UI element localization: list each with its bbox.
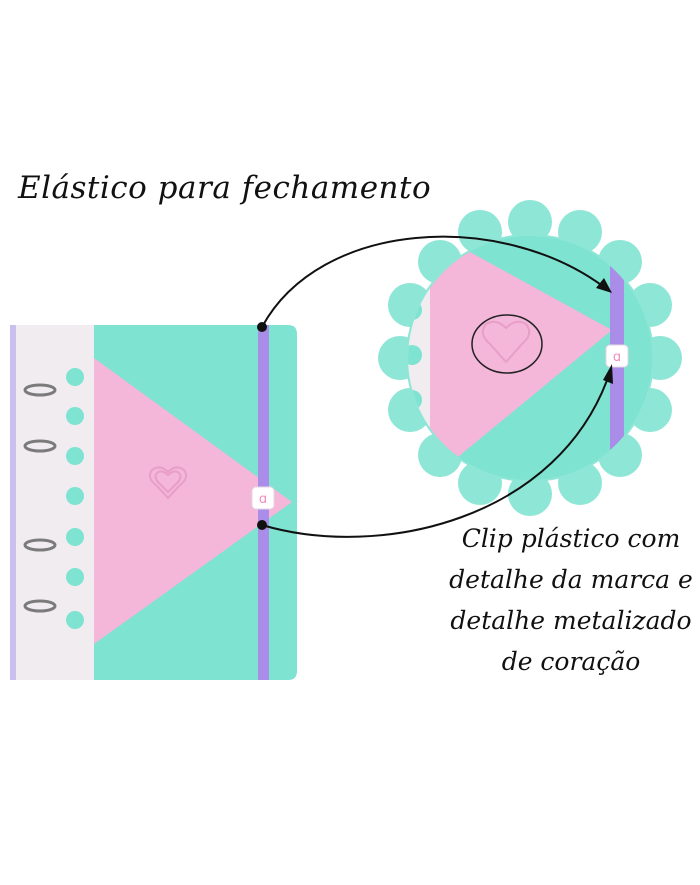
arrowhead-clip-icon (603, 364, 613, 384)
elastic-caption: Elástico para fechamento (18, 170, 432, 206)
zoom-heart-icon (481, 320, 531, 364)
arrowhead-elastic-icon (596, 278, 612, 293)
zoom-detail: ɑ (378, 200, 682, 516)
clip-caption-line: detalhe da marca e (449, 565, 693, 594)
planner-notebook: ɑ (10, 322, 297, 680)
zoom-clip-logo-icon: ɑ (613, 350, 621, 365)
clip-caption-line: detalhe metalizado (450, 606, 692, 635)
arrow-clip (261, 371, 611, 538)
heart-emblem-icon (148, 466, 188, 500)
brand-clip (251, 486, 275, 510)
callout-arrows (261, 235, 611, 538)
clip-caption-line: de coração (501, 647, 641, 676)
heart-highlight-circle (471, 314, 543, 374)
planner-spine (10, 325, 20, 680)
clip-logo-icon: ɑ (259, 492, 267, 507)
arrow-elastic (261, 235, 605, 328)
cover-triangle (94, 358, 292, 644)
binder-rings (23, 383, 57, 613)
clip-caption: Clip plástico com detalhe da marca e det… (440, 518, 700, 682)
punch-dots (66, 368, 84, 629)
zoom-brand-clip (605, 344, 629, 368)
clip-caption-line: Clip plástico com (461, 524, 681, 553)
